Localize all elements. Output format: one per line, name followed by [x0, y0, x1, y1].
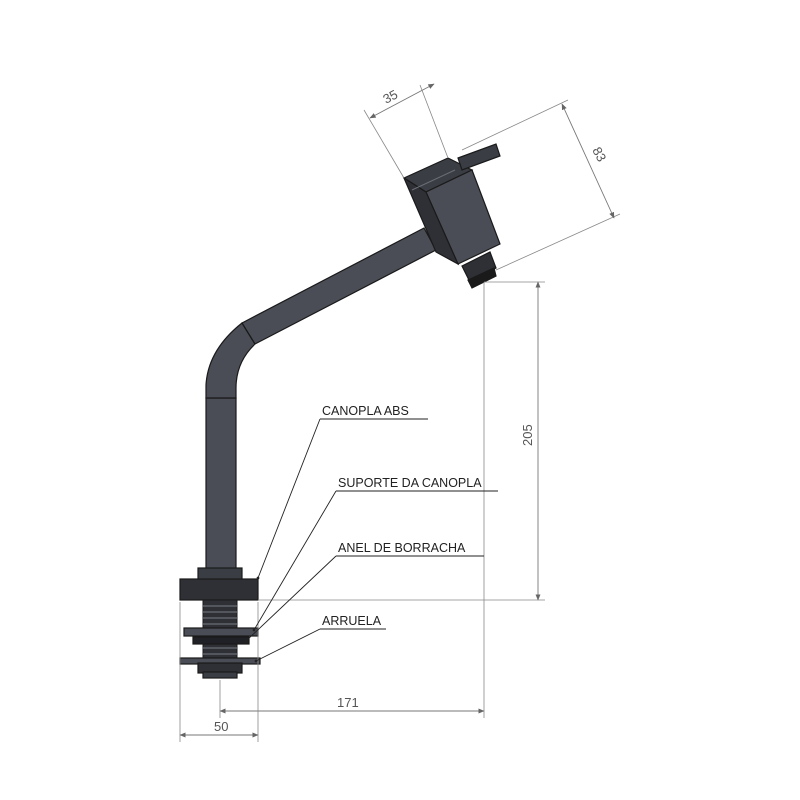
tube-elbow: [205, 322, 256, 399]
shank-end: [202, 671, 238, 679]
canopla-abs: [197, 567, 243, 581]
suporte-canopla: [183, 627, 259, 637]
dimension-50-label: 50: [214, 719, 228, 734]
handle-lever: [457, 143, 501, 171]
dimension-35: 35: [363, 83, 449, 179]
faucet-head: [402, 157, 501, 289]
dimension-50: 50: [179, 602, 259, 742]
dimension-205: 205: [258, 281, 545, 601]
callout-arruela-label: ARRUELA: [322, 614, 382, 628]
callout-arruela: ARRUELA: [254, 614, 386, 663]
callout-anel-borracha-label: ANEL DE BORRACHA: [338, 541, 466, 555]
callout-suporte-canopla-label: SUPORTE DA CANOPLA: [338, 476, 482, 490]
dimension-171: 171: [219, 282, 485, 718]
dimension-171-label: 171: [337, 695, 359, 710]
dimension-35-label: 35: [380, 87, 400, 107]
callout-anel-borracha: ANEL DE BORRACHA: [244, 541, 484, 643]
callout-canopla-abs-label: CANOPLA ABS: [322, 404, 409, 418]
callout-suporte-canopla: SUPORTE DA CANOPLA: [252, 476, 498, 632]
callout-canopla-abs: CANOPLA ABS: [256, 404, 428, 580]
angled-arm: [241, 227, 437, 345]
anel-borracha: [192, 636, 250, 645]
canopla-base: [179, 578, 259, 601]
dimension-83: 83: [461, 99, 621, 271]
dimension-83-label: 83: [589, 144, 609, 164]
dimension-205-label: 205: [520, 424, 535, 446]
vertical-tube: [205, 397, 237, 571]
faucet-body: [179, 143, 501, 679]
